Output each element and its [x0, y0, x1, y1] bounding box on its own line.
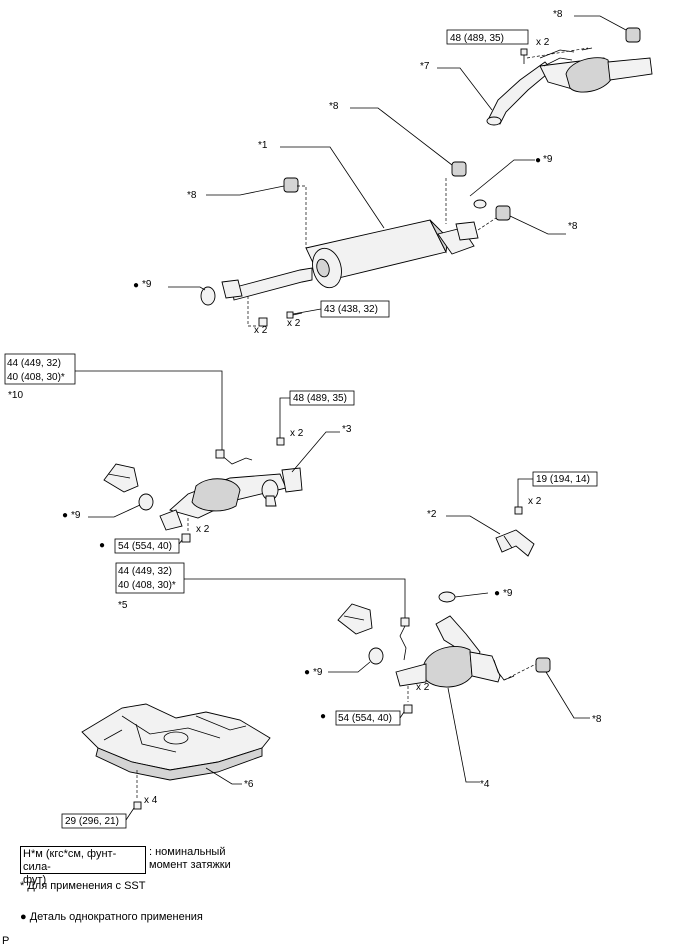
- bullet-9-front: ●: [62, 510, 68, 521]
- label-9-front: *9: [71, 510, 81, 521]
- torque-48-top: 48 (489, 35): [450, 33, 504, 44]
- gasket-front-a: [138, 493, 154, 511]
- bolt-icon-cover: [133, 801, 142, 810]
- oxygen-sensor-a: [215, 449, 253, 465]
- bullet-54-a: ●: [99, 540, 105, 551]
- label-8-left: *8: [187, 190, 197, 201]
- hanger-cushion-left: [283, 177, 299, 193]
- label-9-lower-top: *9: [503, 588, 513, 599]
- torque-48-mid: 48 (489, 35): [293, 393, 347, 404]
- label-6: *6: [244, 779, 254, 790]
- single-use-note: ● Деталь однократного применения: [20, 911, 203, 924]
- hanger-cushion-mid: [451, 161, 467, 177]
- label-8-top: *8: [553, 9, 563, 20]
- torque-40-b: 40 (408, 30)*: [118, 580, 176, 591]
- label-9-lower-left: *9: [313, 667, 323, 678]
- label-9-left: *9: [142, 279, 152, 290]
- muffler-assembly: [221, 219, 479, 301]
- gasket-lower-top: [438, 591, 456, 603]
- torque-desc-line2: момент затяжки: [149, 859, 231, 871]
- front-pipe-assembly: [159, 467, 303, 531]
- torque-40-a: 40 (408, 30)*: [7, 372, 65, 383]
- gasket-right: [473, 199, 487, 209]
- torque-unit-line2: фут): [23, 874, 47, 886]
- tail-pipe-assembly: [486, 47, 653, 126]
- bolt-icon-front: [276, 437, 285, 446]
- label-1: *1: [258, 140, 268, 151]
- hanger-cushion-right: [495, 205, 511, 221]
- torque-19: 19 (194, 14): [536, 474, 590, 485]
- heat-insulator-b: [337, 603, 373, 635]
- nut-icon-front: [181, 533, 191, 543]
- mult-x2-mid-a: x 2: [254, 325, 268, 336]
- label-10: *10: [8, 390, 23, 401]
- mult-x4: x 4: [144, 795, 158, 806]
- torque-54-a: 54 (554, 40): [118, 541, 172, 552]
- bullet-9-right: ●: [535, 155, 541, 166]
- torque-unit-line1: Н*м (кгс*см, фунт-сила-: [23, 848, 117, 873]
- engine-under-cover: [81, 703, 271, 781]
- sst-note: * Для применения с SST: [20, 880, 146, 892]
- mult-x2-bracket: x 2: [528, 496, 542, 507]
- nut-icon-lower: [403, 704, 413, 714]
- corner-mark: P: [2, 935, 10, 947]
- catalytic-converter: [395, 615, 515, 688]
- hanger-cushion-top: [625, 27, 641, 43]
- exhaust-bracket: [495, 529, 535, 557]
- bullet-9-lower-top: ●: [494, 588, 500, 599]
- torque-43: 43 (438, 32): [324, 304, 378, 315]
- torque-desc: : номинальный момент затяжки: [149, 846, 231, 872]
- bolt-icon: [520, 48, 528, 64]
- bullet-9-lower-left: ●: [304, 667, 310, 678]
- gasket-lower-left: [368, 647, 384, 665]
- heat-insulator-a: [103, 463, 139, 493]
- label-7: *7: [420, 61, 430, 72]
- label-3: *3: [342, 424, 352, 435]
- mult-x2-front-a: x 2: [290, 428, 304, 439]
- torque-44-a: 44 (449, 32): [7, 358, 61, 369]
- oxygen-sensor-b: [399, 617, 410, 661]
- label-4: *4: [480, 779, 490, 790]
- label-8-right: *8: [568, 221, 578, 232]
- torque-29: 29 (296, 21): [65, 816, 119, 827]
- label-8-mid: *8: [329, 101, 339, 112]
- torque-44-b: 44 (449, 32): [118, 566, 172, 577]
- label-9-right: *9: [543, 154, 553, 165]
- nut-icon: [258, 317, 268, 327]
- torque-unit-box: Н*м (кгс*см, фунт-сила- фут): [20, 846, 146, 886]
- gasket-left: [200, 286, 216, 306]
- label-2: *2: [427, 509, 437, 520]
- bullet-9-left: ●: [133, 280, 139, 291]
- mult-x2-front-b: x 2: [196, 524, 210, 535]
- torque-54-b: 54 (554, 40): [338, 713, 392, 724]
- bullet-54-b: ●: [320, 711, 326, 722]
- mult-x2-top: x 2: [536, 37, 550, 48]
- hanger-cushion-lower: [535, 657, 551, 673]
- label-5: *5: [118, 600, 128, 611]
- bolt-icon-bracket: [514, 506, 523, 515]
- label-8-lower: *8: [592, 714, 602, 725]
- single-use-bullet: ●: [20, 911, 27, 923]
- torque-desc-line1: : номинальный: [149, 846, 226, 858]
- mult-x2-mid-b: x 2: [287, 318, 301, 329]
- bolt-icon-mid: [286, 311, 303, 319]
- single-use-text: Деталь однократного применения: [29, 911, 203, 923]
- mult-x2-lower: x 2: [416, 682, 430, 693]
